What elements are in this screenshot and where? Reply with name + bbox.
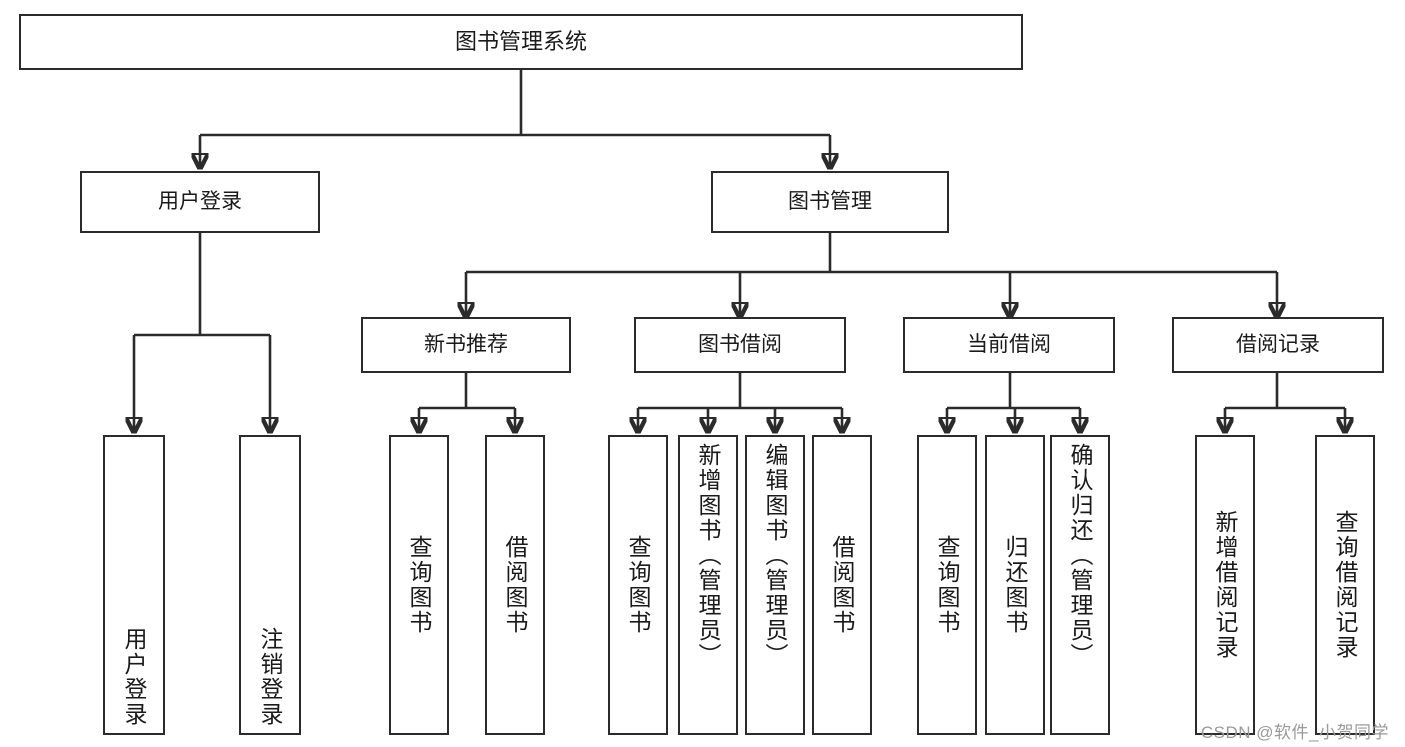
leaf-current-query-book[interactable]: 查询图书 bbox=[917, 435, 977, 735]
node-new-book-recommend[interactable]: 新书推荐 bbox=[361, 317, 571, 373]
node-label: 查询图书 bbox=[934, 535, 961, 635]
node-book-management[interactable]: 图书管理 bbox=[711, 171, 949, 233]
node-label: 图书管理系统 bbox=[454, 28, 587, 54]
node-label: 借阅记录 bbox=[1236, 333, 1320, 357]
node-label: 借阅图书 bbox=[502, 535, 529, 635]
leaf-borrow-query-book[interactable]: 查询图书 bbox=[608, 435, 668, 735]
leaf-current-confirm-return-admin[interactable]: 确认归还（管理员） bbox=[1050, 435, 1110, 735]
node-label: 当前借阅 bbox=[967, 333, 1051, 357]
node-label: 注销登录 bbox=[257, 627, 284, 727]
node-label: 归还图书 bbox=[1002, 535, 1029, 635]
leaf-user-login-logout[interactable]: 注销登录 bbox=[239, 435, 301, 735]
node-borrow-record[interactable]: 借阅记录 bbox=[1172, 317, 1384, 373]
node-label: 用户登录 bbox=[158, 190, 242, 214]
node-label: 用户登录 bbox=[121, 627, 148, 727]
leaf-borrow-borrow-book[interactable]: 借阅图书 bbox=[812, 435, 872, 735]
node-label: 借阅图书 bbox=[829, 535, 856, 635]
node-label: 确认归还（管理员） bbox=[1067, 443, 1094, 668]
node-label: 查询借阅记录 bbox=[1332, 510, 1359, 660]
node-label: 图书管理 bbox=[788, 190, 872, 214]
leaf-current-return-book[interactable]: 归还图书 bbox=[985, 435, 1045, 735]
leaf-record-query-borrow-record[interactable]: 查询借阅记录 bbox=[1315, 435, 1375, 735]
leaf-record-add-borrow-record[interactable]: 新增借阅记录 bbox=[1195, 435, 1255, 735]
node-user-login[interactable]: 用户登录 bbox=[80, 171, 320, 233]
node-label: 新增图书（管理员） bbox=[695, 443, 722, 668]
node-label: 图书借阅 bbox=[698, 333, 782, 357]
node-label: 新书推荐 bbox=[424, 333, 508, 357]
node-book-borrow[interactable]: 图书借阅 bbox=[634, 317, 846, 373]
node-label: 编辑图书（管理员） bbox=[762, 443, 789, 668]
node-root-library-system[interactable]: 图书管理系统 bbox=[19, 14, 1023, 70]
node-label: 查询图书 bbox=[625, 535, 652, 635]
node-current-borrow[interactable]: 当前借阅 bbox=[903, 317, 1115, 373]
csdn-watermark: CSDN @软件_小贺同学 bbox=[1200, 723, 1389, 742]
leaf-new-book-query[interactable]: 查询图书 bbox=[389, 435, 449, 735]
leaf-borrow-add-book-admin[interactable]: 新增图书（管理员） bbox=[678, 435, 738, 735]
node-label: 新增借阅记录 bbox=[1212, 510, 1239, 660]
node-label: 查询图书 bbox=[406, 535, 433, 635]
leaf-borrow-edit-book-admin[interactable]: 编辑图书（管理员） bbox=[745, 435, 805, 735]
leaf-new-book-borrow[interactable]: 借阅图书 bbox=[485, 435, 545, 735]
leaf-user-login-login[interactable]: 用户登录 bbox=[103, 435, 165, 735]
